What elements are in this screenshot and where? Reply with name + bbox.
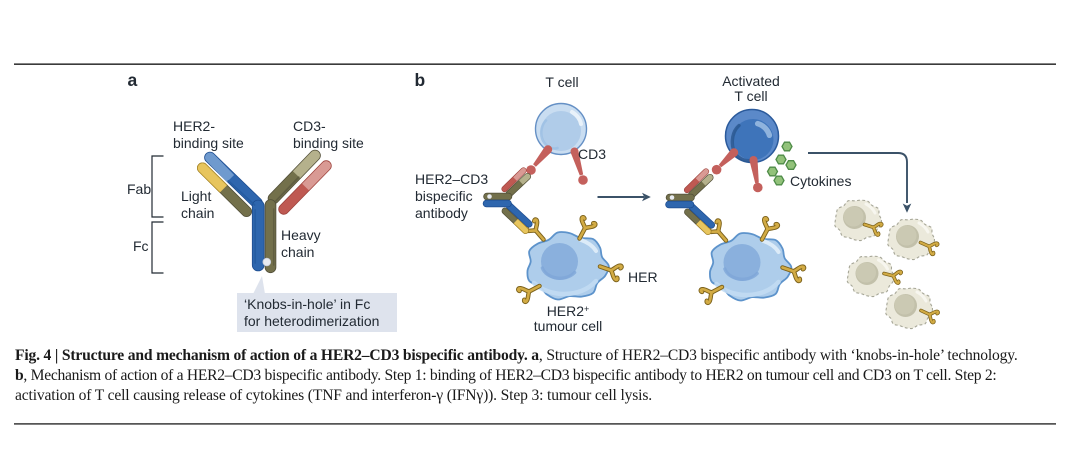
svg-text:binding site: binding site bbox=[173, 135, 244, 151]
svg-text:HER: HER bbox=[628, 269, 658, 285]
svg-text:tumour cell: tumour cell bbox=[534, 318, 602, 334]
svg-text:T cell: T cell bbox=[734, 88, 767, 104]
svg-text:Activated: Activated bbox=[722, 73, 780, 89]
svg-text:binding site: binding site bbox=[293, 135, 364, 151]
svg-text:Fab: Fab bbox=[127, 181, 151, 197]
svg-text:Heavy: Heavy bbox=[281, 227, 321, 243]
svg-text:for heterodimerization: for heterodimerization bbox=[244, 313, 379, 329]
svg-text:CD3: CD3 bbox=[578, 146, 606, 162]
svg-text:HER2-: HER2- bbox=[173, 118, 215, 134]
svg-text:a: a bbox=[128, 70, 138, 90]
svg-text:T cell: T cell bbox=[545, 74, 578, 90]
svg-text:Light: Light bbox=[181, 188, 211, 204]
svg-text:CD3-: CD3- bbox=[293, 118, 326, 134]
svg-text:Fc: Fc bbox=[133, 238, 149, 254]
svg-text:b: b bbox=[415, 70, 426, 90]
svg-text:chain: chain bbox=[281, 244, 314, 260]
svg-text:‘Knobs-in-hole’ in Fc: ‘Knobs-in-hole’ in Fc bbox=[244, 296, 370, 312]
svg-text:HER2+: HER2+ bbox=[547, 303, 590, 319]
svg-text:antibody: antibody bbox=[415, 205, 468, 221]
svg-text:HER2–CD3: HER2–CD3 bbox=[415, 171, 488, 187]
svg-text:Cytokines: Cytokines bbox=[790, 173, 851, 189]
svg-text:bispecific: bispecific bbox=[415, 188, 473, 204]
svg-text:chain: chain bbox=[181, 205, 214, 221]
